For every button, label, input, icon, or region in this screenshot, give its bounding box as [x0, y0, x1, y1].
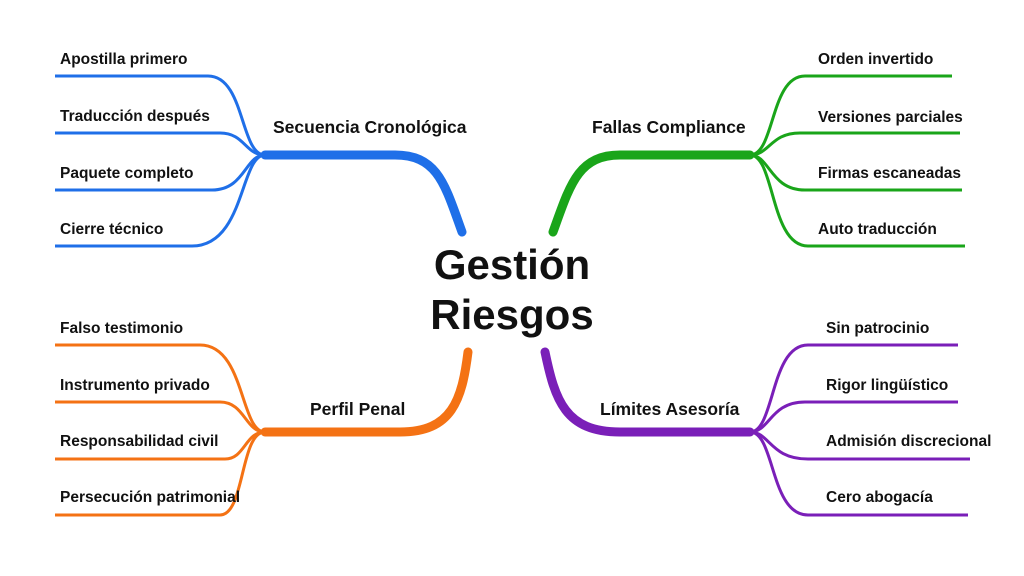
leaf-connector: [55, 74, 266, 157]
branch-connector-fallas: [548, 74, 965, 248]
leaf-connector: [55, 153, 266, 248]
leaf-connector: [55, 343, 266, 434]
branch-connector-perfil: [55, 343, 473, 517]
leaf-traduccion-despues: Traducción después: [60, 108, 210, 125]
leaf-cierre-tecnico: Cierre técnico: [60, 221, 164, 238]
leaf-versiones-parciales: Versiones parciales: [818, 109, 963, 126]
leaf-rigor-linguistico: Rigor lingüístico: [826, 377, 949, 394]
leaf-connector: [749, 74, 952, 157]
leaf-instrumento-privado: Instrumento privado: [60, 377, 210, 394]
leaf-paquete-completo: Paquete completo: [60, 165, 194, 182]
leaf-auto-traduccion: Auto traducción: [818, 221, 937, 238]
main-connector: [540, 347, 755, 437]
leaf-falso-testimonio: Falso testimonio: [60, 320, 184, 337]
leaf-connector: [749, 343, 958, 434]
main-connector: [548, 150, 755, 237]
branch-label-secuencia: Secuencia Cronológica: [273, 117, 467, 137]
leaf-apostilla-primero: Apostilla primero: [60, 51, 188, 68]
branch-label-limites: Límites Asesoría: [600, 399, 740, 419]
central-topic-line-1: Gestión: [433, 241, 591, 288]
main-connector: [260, 347, 473, 437]
central-topic-line-2: Riesgos: [430, 291, 594, 338]
leaf-admision-discrecional: Admisión discrecional: [826, 433, 992, 450]
branch-label-fallas: Fallas Compliance: [592, 117, 746, 137]
leaf-sin-patrocinio: Sin patrocinio: [826, 320, 930, 337]
leaf-connector: [749, 153, 965, 248]
leaf-persecucion-patrimonial: Persecución patrimonial: [60, 489, 241, 506]
leaf-responsabilidad-civil: Responsabilidad civil: [60, 433, 219, 450]
leaf-connector: [55, 131, 266, 157]
leaf-firmas-escaneadas: Firmas escaneadas: [818, 165, 962, 182]
leaf-cero-abogacia: Cero abogacía: [826, 489, 933, 506]
leaf-connector: [749, 131, 960, 157]
leaf-connector: [55, 430, 266, 517]
branch-label-perfil: Perfil Penal: [310, 399, 406, 419]
main-connector: [260, 150, 467, 237]
branch-connector-secuencia: [55, 74, 467, 248]
leaf-connector: [749, 430, 968, 517]
central-topic: Gestión Riesgos: [400, 240, 624, 340]
leaf-orden-invertido: Orden invertido: [818, 51, 934, 68]
branch-connector-limites: [540, 343, 970, 517]
leaf-connector: [749, 400, 958, 434]
leaf-connector: [55, 400, 266, 434]
